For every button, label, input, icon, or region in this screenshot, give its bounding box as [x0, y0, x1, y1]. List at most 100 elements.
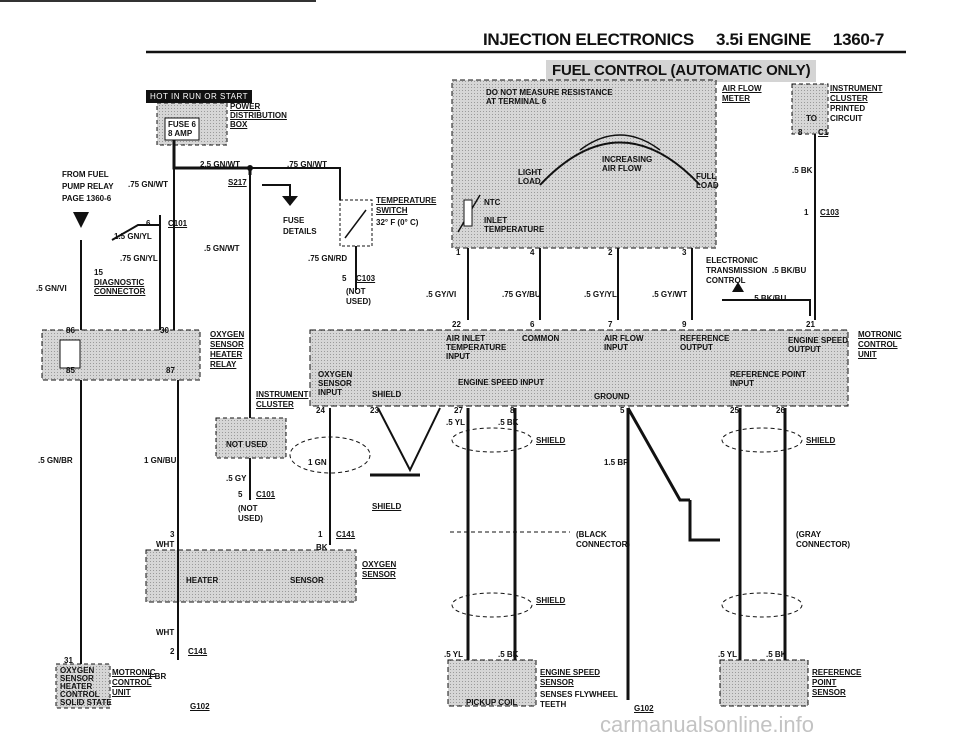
lower-pin3: 3 — [170, 530, 175, 539]
afm-inlet-2: TEMPERATURE — [484, 225, 545, 234]
header-title: INJECTION ELECTRONICS — [483, 30, 694, 49]
relay-p87: 87 — [166, 366, 175, 375]
mcu-rpi-2: INPUT — [730, 379, 754, 388]
power-box-line3: BOX — [230, 120, 248, 129]
etc-2: TRANSMISSION — [706, 266, 768, 275]
pin-15: 15 — [94, 268, 103, 277]
mcu-title-1: MOTRONIC — [858, 330, 902, 339]
bottom-oxy-2: SENSOR — [60, 674, 94, 683]
mcu-p7: 7 — [608, 320, 613, 329]
bottom-w4: .5 YL — [718, 650, 737, 659]
mcu-o2-3: INPUT — [318, 388, 342, 397]
wire-w5: .75 GN/YL — [120, 254, 158, 263]
afm-pin-3: 3 — [682, 248, 687, 257]
lower-w2: 1 GN/BU — [144, 456, 177, 465]
lower-w6: 1.5 BR — [604, 458, 629, 467]
mcu-p9: 9 — [682, 320, 687, 329]
mid-wire-2: .75 GY/BU — [502, 290, 541, 299]
lower-shield-2: SHIELD — [536, 436, 566, 445]
lower-shield-4: SHIELD — [536, 596, 566, 605]
lower-nu-1: (NOT — [238, 504, 258, 513]
header-page: 1360-7 — [832, 30, 885, 49]
mcu-air-inlet-2: TEMPERATURE — [446, 343, 507, 352]
power-box-line2: DISTRIBUTION — [230, 111, 287, 120]
bottom-rp-3: SENSOR — [812, 688, 846, 697]
afm-ntc: NTC — [484, 198, 501, 207]
bottom-pin31: 31 — [64, 656, 73, 665]
afm-title-1: AIR FLOW — [722, 84, 762, 93]
inst-3: PRINTED — [830, 104, 866, 113]
bottom-oxy-5: SOLID STATE — [60, 698, 112, 707]
bottom-oxy-3: HEATER — [60, 682, 93, 691]
temp-switch-2: SWITCH — [376, 206, 408, 215]
lower-w4: 1 GN — [308, 458, 327, 467]
mcu-p24: 24 — [316, 406, 325, 415]
relay-4: RELAY — [210, 360, 237, 369]
afm-pin-1: 1 — [456, 248, 461, 257]
etc-3: CONTROL — [706, 276, 746, 285]
pin-6: 6 — [146, 219, 151, 228]
lower-black-1: (BLACK — [576, 530, 607, 539]
etc-1: ELECTRONIC — [706, 256, 758, 265]
bottom-es-1: ENGINE SPEED — [540, 668, 601, 677]
mcu-air-inlet-1: AIR INLET — [446, 334, 486, 343]
splice-s217: S217 — [228, 178, 247, 187]
wire-w2: .75 GN/WT — [287, 160, 328, 169]
bottom-rp-1: REFERENCE — [812, 668, 862, 677]
etc-w1: .5 BK/BU — [772, 266, 807, 275]
relay-p85: 85 — [66, 366, 75, 375]
mcu-air-inlet-3: INPUT — [446, 352, 470, 361]
lower-c101: C101 — [256, 490, 276, 499]
afm-warning-2: AT TERMINAL 6 — [486, 97, 547, 106]
mcu-title-2: CONTROL — [858, 340, 898, 349]
inst-wire: .5 BK — [792, 166, 813, 175]
lower-gray-2: CONNECTOR) — [796, 540, 851, 549]
from-fuel-2: PUMP RELAY — [62, 182, 114, 191]
top-rule — [0, 0, 316, 2]
fuse-details-2: DETAILS — [283, 227, 317, 236]
mcu-p26: 26 — [776, 406, 785, 415]
inst-2: CLUSTER — [830, 94, 868, 103]
mcu-inst-1: INSTRUMENT — [256, 390, 309, 399]
inst-pin8: 8 — [798, 128, 803, 137]
fuse-label: FUSE 6 — [168, 120, 197, 129]
bottom-g102b: G102 — [634, 704, 654, 713]
mcu-p8: 8 — [510, 406, 515, 415]
not-used-2: USED) — [346, 297, 371, 306]
bottom-oxy-1: OXYGEN — [60, 666, 95, 675]
bottom-w1: 1 BR — [148, 672, 167, 681]
fuse-amp: 8 AMP — [168, 129, 193, 138]
mcu-p6: 6 — [530, 320, 535, 329]
mcu-ref-2: OUTPUT — [680, 343, 713, 352]
bottom-g102a: G102 — [190, 702, 210, 711]
bottom-pin2: 2 — [170, 647, 175, 656]
inst-c1: C1 — [818, 128, 829, 137]
etc-w2: .5 BK/BU — [752, 294, 787, 303]
fuse-details-1: FUSE — [283, 216, 305, 225]
afm-full-1: FULL — [696, 172, 717, 181]
header-engine: 3.5i ENGINE — [715, 30, 811, 49]
mcu-ref-1: REFERENCE — [680, 334, 730, 343]
inst-4: CIRCUIT — [830, 114, 863, 123]
bottom-w3: .5 BK — [498, 650, 519, 659]
from-fuel-3: PAGE 1360-6 — [62, 194, 112, 203]
mcu-p25: 25 — [730, 406, 739, 415]
bottom-pickup: PICKUP COIL — [466, 698, 518, 707]
from-fuel-1: FROM FUEL — [62, 170, 109, 179]
bottom-c141: C141 — [188, 647, 208, 656]
o2-sensor-1: OXYGEN — [362, 560, 397, 569]
bottom-rp-2: POINT — [812, 678, 837, 687]
lower-not-used: NOT USED — [226, 440, 268, 449]
mcu-p21: 21 — [806, 320, 815, 329]
afm-light-1: LIGHT — [518, 168, 542, 177]
mcu-title-3: UNIT — [858, 350, 877, 359]
inst-c103: C103 — [820, 208, 840, 217]
wire-w7: .5 GN/VI — [36, 284, 67, 293]
mcu-eng-2: OUTPUT — [788, 345, 821, 354]
bottom-m3: UNIT — [112, 688, 131, 697]
lower-shield-3: SHIELD — [806, 436, 836, 445]
lower-bk-2: .5 BK — [498, 418, 519, 427]
lower-black-2: CONNECTOR) — [576, 540, 631, 549]
mcu-esi: ENGINE SPEED INPUT — [458, 378, 545, 387]
bottom-w2: .5 YL — [444, 650, 463, 659]
